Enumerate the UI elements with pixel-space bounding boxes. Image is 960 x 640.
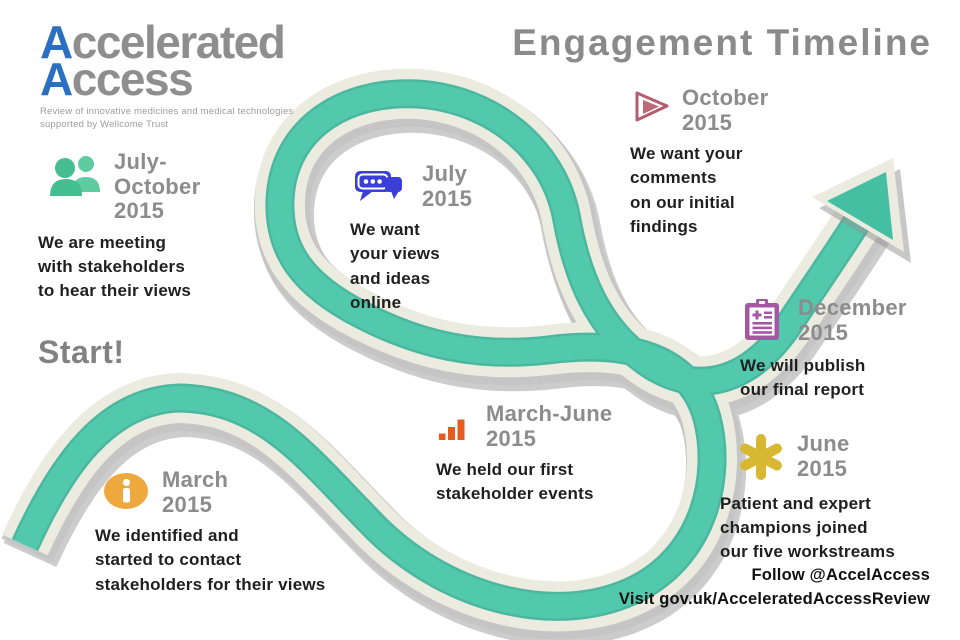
logo-initial-a: A bbox=[40, 16, 73, 68]
milestone-description: We will publish our final report bbox=[740, 356, 866, 400]
milestone-june-2015: June 2015 Patient and expert champions j… bbox=[720, 431, 896, 564]
milestone-date: March-June 2015 bbox=[486, 401, 613, 451]
page-title: Engagement Timeline bbox=[512, 22, 932, 63]
milestone-december-2015: December 2015 We will publish our final … bbox=[740, 295, 907, 402]
logo-tagline: Review of innovative medicines and medic… bbox=[40, 106, 294, 130]
chat-icon bbox=[354, 168, 404, 211]
people-icon bbox=[50, 154, 104, 201]
milestone-march-2015: March 2015 We identified and started to … bbox=[95, 467, 326, 597]
logo-initial-a: A bbox=[40, 53, 73, 105]
milestone-description: We are meeting with stakeholders to hear… bbox=[38, 232, 192, 301]
footer-visit: Visit gov.uk/AcceleratedAccessReview bbox=[618, 589, 930, 608]
milestone-date: July- October 2015 bbox=[114, 149, 201, 224]
milestone-description: We held our first stakeholder events bbox=[436, 460, 594, 504]
play-icon bbox=[634, 90, 672, 129]
ribbon-teal-band bbox=[14, 81, 877, 619]
milestone-date: July 2015 bbox=[422, 161, 473, 211]
milestone-date: October 2015 bbox=[682, 85, 769, 135]
milestone-date: March 2015 bbox=[162, 467, 229, 517]
footer-links: Follow @AccelAccess Visit gov.uk/Acceler… bbox=[619, 564, 930, 612]
milestone-july-2015: July 2015 We want your views and ideas o… bbox=[350, 161, 473, 315]
info-icon bbox=[103, 472, 149, 515]
milestone-description: We want your views and ideas online bbox=[350, 220, 440, 312]
milestone-description: Patient and expert champions joined our … bbox=[720, 494, 896, 562]
footer-follow: Follow @AccelAccess bbox=[751, 566, 930, 584]
milestone-date: December 2015 bbox=[798, 295, 907, 345]
milestone-october-2015: October 2015 We want your comments on ou… bbox=[630, 85, 769, 239]
clipboard-icon bbox=[742, 298, 782, 347]
milestone-march-june-2015: March-June 2015 We held our first stakeh… bbox=[436, 401, 613, 507]
asterisk-icon bbox=[738, 434, 784, 485]
logo-word-access: Access bbox=[40, 53, 194, 105]
milestone-description: We want your comments on our initial fin… bbox=[630, 144, 743, 236]
start-label: Start! bbox=[38, 334, 125, 370]
bar-chart-icon bbox=[438, 414, 470, 446]
milestone-description: We identified and started to contact sta… bbox=[95, 526, 326, 594]
milestone-july-october-2015: July- October 2015 We are meeting with s… bbox=[38, 149, 201, 303]
accelerated-access-logo: Accelerated Access Review of innovative … bbox=[40, 16, 294, 132]
milestone-date: June 2015 bbox=[797, 431, 850, 481]
ribbon-arrowhead bbox=[812, 158, 911, 263]
logo-word-accelerated: Accelerated bbox=[40, 16, 286, 68]
